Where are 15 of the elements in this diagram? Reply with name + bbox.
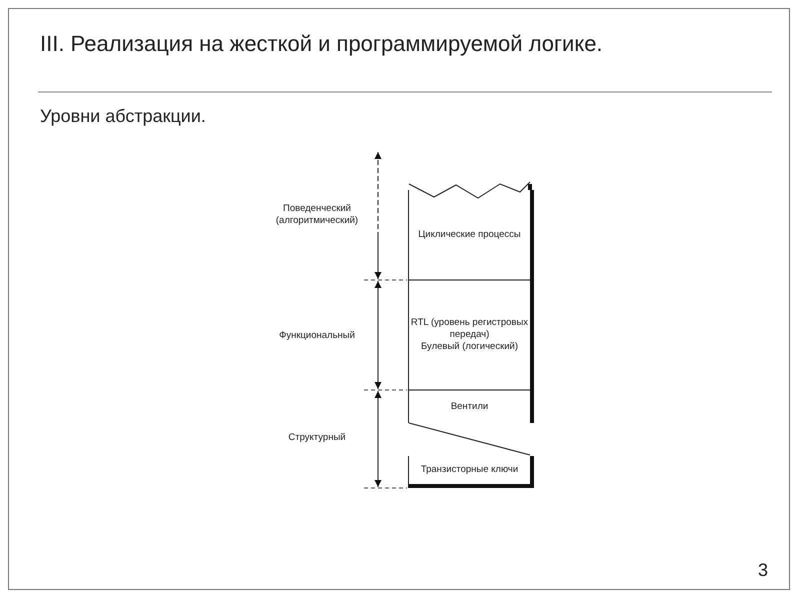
- level-band: [408, 390, 534, 423]
- band-text: Булевый (логический): [421, 341, 518, 353]
- band-text: RTL (уровень регистровых передач): [410, 317, 530, 341]
- level-label: Структурный: [287, 432, 347, 444]
- level-band: [408, 190, 534, 280]
- level-label: Поведенческий (алгоритмический): [274, 203, 360, 227]
- slide-title: III. Реализация на жесткой и программируемой логике.: [40, 30, 604, 58]
- band-text: Транзисторные ключи: [420, 464, 518, 476]
- level-band: [408, 456, 534, 488]
- band-text: Циклические процессы: [418, 229, 521, 241]
- level-band: [408, 280, 534, 390]
- page-number: 3: [758, 560, 768, 581]
- level-label: Функциональный: [278, 330, 356, 342]
- band-text: Вентили: [450, 400, 488, 412]
- subtitle: Уровни абстракции.: [40, 106, 206, 127]
